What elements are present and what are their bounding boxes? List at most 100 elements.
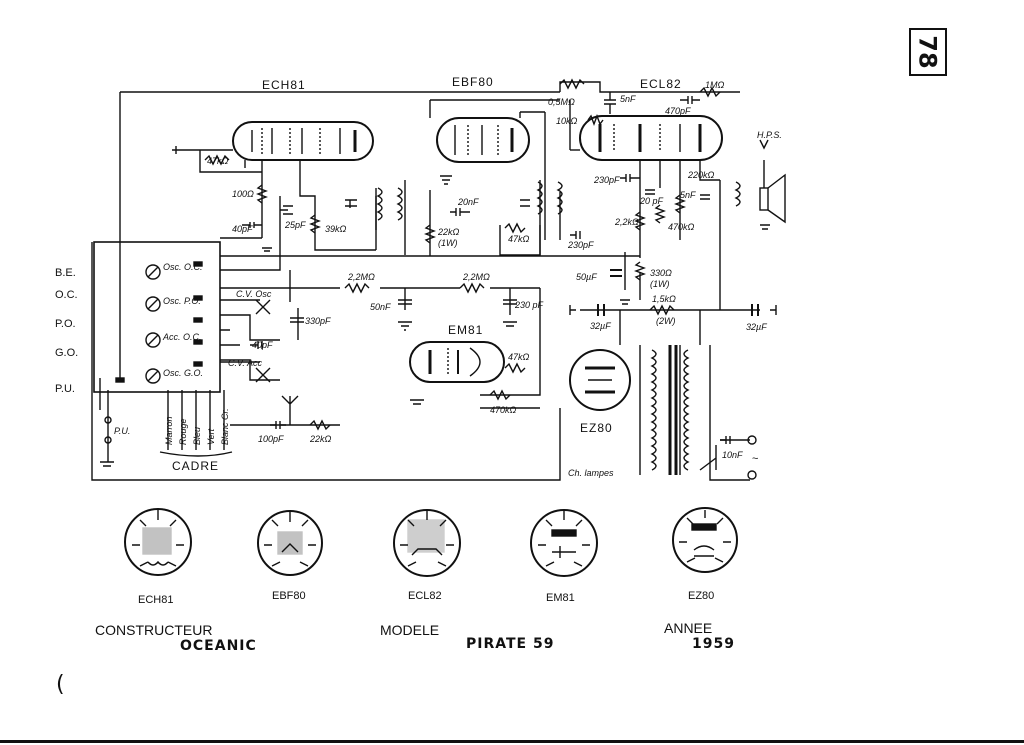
label-r-47k-b: 47kΩ <box>508 234 530 244</box>
constructeur-label: CONSTRUCTEUR <box>95 622 213 638</box>
coil-if2-b <box>556 181 563 215</box>
label-r-2w: (2W) <box>656 316 676 326</box>
label-c-100pf: 100pF <box>258 434 284 444</box>
capacitor-40pf-b <box>250 341 263 349</box>
osc-coil-2 <box>145 296 161 312</box>
cadre-wire-3: Bleu <box>192 427 202 445</box>
label-ch-lampes: Ch. lampes <box>568 468 614 478</box>
band-label-be: B.E. <box>55 267 76 279</box>
resistor-22k-b <box>309 419 331 431</box>
band-label-oc: O.C. <box>55 289 78 301</box>
modele-value: PIRATE 59 <box>466 636 555 652</box>
resistor-22k <box>424 224 436 244</box>
label-r-47k: 47kΩ <box>207 156 229 166</box>
label-c-50nf: 50nF <box>370 302 391 312</box>
capacitors <box>242 92 759 444</box>
label-c-470pf: 470pF <box>665 106 691 116</box>
cadre-title: CADRE <box>172 459 219 473</box>
tube-label-em81: EM81 <box>448 323 483 337</box>
label-r-1m: 1MΩ <box>705 80 725 90</box>
coil-if2-a <box>536 181 543 215</box>
label-c-25pf: 25pF <box>284 220 306 230</box>
label-c-20pf: 20 pF <box>639 196 664 206</box>
capacitor-50uf <box>610 269 622 277</box>
constructeur-value: OCEANIC <box>180 638 257 654</box>
label-c-20nf: 20nF <box>457 197 479 207</box>
label-c-5nf-b: 5nF <box>680 190 696 200</box>
base-label-ez80: EZ80 <box>688 590 714 602</box>
capacitor-40pf <box>242 222 262 228</box>
tube-ez80 <box>569 349 631 411</box>
capacitor-5nf-b <box>700 194 710 200</box>
cadre-wire-2: Rouge <box>178 418 188 445</box>
modele-label: MODELE <box>380 622 440 638</box>
cadre-wire-1: Marron <box>164 416 174 445</box>
osc-label-1: Osc. O.C. <box>163 262 203 272</box>
base-label-em81: EM81 <box>546 592 575 604</box>
capacitor-cv-osc <box>255 299 271 315</box>
coil-if1-a <box>376 187 383 221</box>
coil-if1-b <box>396 187 403 221</box>
label-c-230pf-c: 230 pF <box>514 300 544 310</box>
cadre-wire-5: Blanc Cr. <box>220 408 230 445</box>
capacitor-330pf <box>290 317 304 323</box>
capacitor-20pf <box>645 189 655 195</box>
capacitor-10nf <box>720 436 731 444</box>
label-r-22k-1w: (1W) <box>438 238 458 248</box>
capacitor-100pf <box>270 421 286 429</box>
label-r-470k-b: 470kΩ <box>490 405 517 415</box>
band-switch-block <box>93 241 221 393</box>
osc-label-4: Osc. G.O. <box>163 368 203 378</box>
capacitor-cv-acc <box>255 367 271 383</box>
label-pot-05m: 0,5MΩ <box>548 97 575 107</box>
speaker-icon <box>759 139 786 224</box>
tube-label-ecl82: ECL82 <box>640 77 682 91</box>
osc-coil-1 <box>145 264 161 280</box>
label-r-220k: 220kΩ <box>687 170 715 180</box>
resistor-1m <box>699 86 721 98</box>
resistor-47k-c <box>504 362 526 374</box>
band-label-pu: P.U. <box>55 383 75 395</box>
resistor-100 <box>256 184 268 204</box>
tube-ech81 <box>232 121 374 175</box>
capacitor-tune-2 <box>520 199 530 207</box>
resistor-39k <box>309 214 321 234</box>
tube-ecl82 <box>579 115 723 161</box>
page-bottom-rule <box>0 740 1024 743</box>
capacitor-5nf <box>604 92 616 114</box>
capacitor-32uf-b <box>751 304 759 316</box>
tube-ebf80 <box>436 117 530 163</box>
osc-label-2: Osc. P.O. <box>163 296 201 306</box>
pu-terminals <box>104 416 112 444</box>
label-c-32uf-b: 32µF <box>746 322 767 332</box>
power-transformer-primary <box>650 349 657 471</box>
tube-em81 <box>409 341 505 383</box>
tube-label-ech81: ECH81 <box>262 78 306 92</box>
capacitor-32uf-a <box>597 304 605 316</box>
resistor-470k <box>654 204 666 224</box>
label-r-22k-b: 22kΩ <box>309 434 332 444</box>
capacitor-50nf <box>398 299 412 305</box>
capacitor-20nf <box>450 208 470 216</box>
label-r-2-2m-a: 2,2MΩ <box>347 272 375 282</box>
resistor-470k-b <box>489 389 511 401</box>
tube-base-ez80 <box>672 507 738 573</box>
tube-base-ech81 <box>124 508 192 576</box>
label-r-39k: 39kΩ <box>325 224 347 234</box>
label-r-10k: 10kΩ <box>556 116 578 126</box>
label-c-40pf: 40pF <box>232 224 253 234</box>
resistors <box>204 78 721 431</box>
band-label-go: G.O. <box>55 347 78 359</box>
coils <box>376 181 741 475</box>
resistor-2-2m-a <box>344 282 370 294</box>
resistor-1-5k <box>649 304 675 316</box>
resistor-330 <box>634 261 646 281</box>
base-label-ecl82: ECL82 <box>408 590 442 602</box>
wiring <box>91 81 760 481</box>
osc-coil-4 <box>145 368 161 384</box>
page-number-box: 78 <box>909 28 947 76</box>
output-transformer <box>734 181 741 207</box>
label-pu: P.U. <box>114 426 130 436</box>
capacitor-230pf-a <box>570 231 581 239</box>
label-r-47k-c: 47kΩ <box>508 352 530 362</box>
